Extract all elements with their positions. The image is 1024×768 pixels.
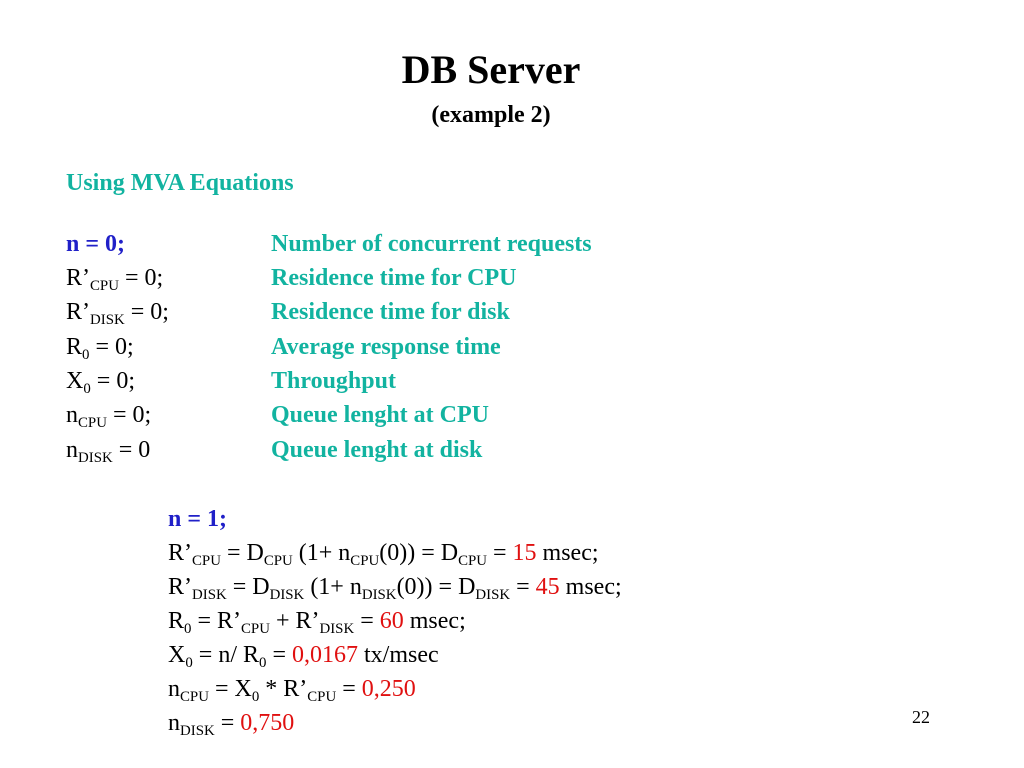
n1-n-disk-equation: nDISK = 0,750 <box>168 710 295 739</box>
n1-r-disk-equation: R’DISK = DDISK (1+ nDISK(0)) = DDISK = 4… <box>168 574 622 603</box>
n0-r-cpu-description: Residence time for CPU <box>271 265 517 291</box>
n0-x0-description: Throughput <box>271 368 396 394</box>
n0-n-disk: nDISK = 0 <box>66 437 151 466</box>
section-heading: Using MVA Equations <box>66 170 294 196</box>
slide-subtitle: (example 2) <box>431 102 551 128</box>
n0-r0: R0 = 0; <box>66 334 134 363</box>
n1-r-cpu-equation: R’CPU = DCPU (1+ nCPU(0)) = DCPU = 15 ms… <box>168 540 599 569</box>
n1-x0-equation: X0 = n/ R0 = 0,0167 tx/msec <box>168 642 439 671</box>
n1-n-disk-value: 0,750 <box>240 710 295 736</box>
n1-r-disk-value: 45 <box>535 574 560 600</box>
n0-n-disk-description: Queue lenght at disk <box>271 437 483 463</box>
n1-r0-equation: R0 = R’CPU + R’DISK = 60 msec; <box>168 608 466 637</box>
n1-r-cpu-value: 15 <box>512 540 537 566</box>
n0-label-description: Number of concurrent requests <box>271 231 592 257</box>
n0-x0: X0 = 0; <box>66 368 135 397</box>
n0-r-disk-description: Residence time for disk <box>271 299 510 325</box>
n1-r0-value: 60 <box>379 608 404 634</box>
n0-n-cpu-description: Queue lenght at CPU <box>271 402 489 428</box>
n1-n-cpu-value: 0,250 <box>361 676 416 702</box>
n1-x0-value: 0,0167 <box>291 642 358 668</box>
page-number: 22 <box>912 707 930 727</box>
n0-r-cpu: R’CPU = 0; <box>66 265 164 294</box>
n1-n-cpu-equation: nCPU = X0 * R’CPU = 0,250 <box>168 676 416 705</box>
n0-n-cpu: nCPU = 0; <box>66 402 152 431</box>
n1-label: n = 1; <box>168 506 228 532</box>
n0-r0-description: Average response time <box>271 334 501 360</box>
slide-title: DB Server <box>401 47 581 92</box>
n0-r-disk: R’DISK = 0; <box>66 299 169 328</box>
n0-label: n = 0; <box>66 231 126 257</box>
